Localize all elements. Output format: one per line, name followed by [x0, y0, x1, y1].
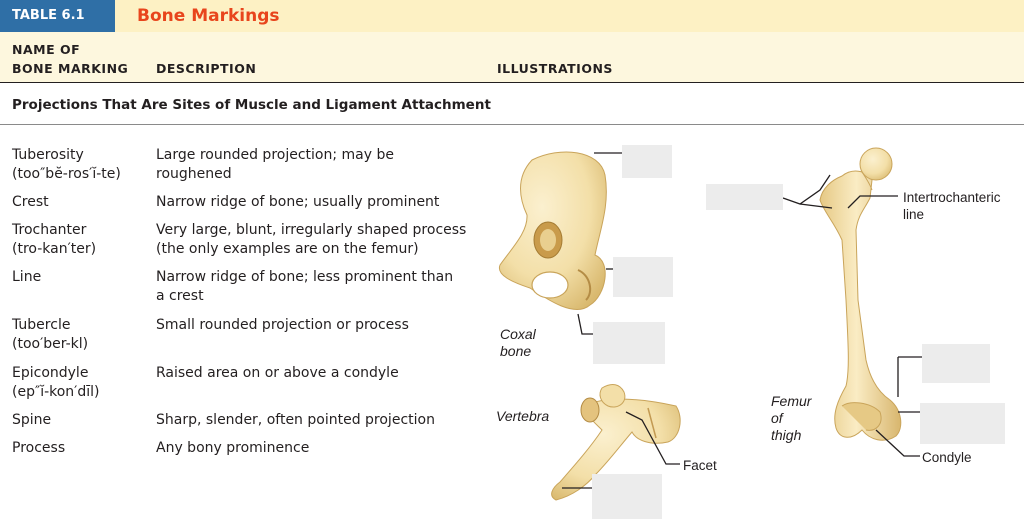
- femur-condyle-shape: [841, 402, 882, 431]
- hidden-label-box: [706, 184, 783, 210]
- coxal-bone-drawing: [498, 151, 607, 310]
- row-name-tuberosity: Tuberosity (too″bĕ-ros′ĭ-te): [12, 146, 121, 184]
- marking-name: Epicondyle: [12, 365, 89, 381]
- column-header-name: NAME OF BONE MARKING: [12, 40, 128, 78]
- label-facet: Facet: [683, 458, 717, 473]
- description-line: Large rounded projection; may be: [156, 147, 394, 163]
- section-title: Projections That Are Sites of Muscle and…: [12, 97, 491, 113]
- femoral-head-shape: [859, 147, 893, 181]
- label-femur-line3: thigh: [771, 427, 802, 443]
- row-name-trochanter: Trochanter (tro-kan′ter): [12, 221, 96, 259]
- row-desc-process: Any bony prominence: [156, 439, 309, 458]
- leader-line-condyle: [875, 429, 920, 457]
- femoral-neck-line: [861, 171, 873, 191]
- leader-lines: [562, 152, 922, 489]
- row-desc-trochanter: Very large, blunt, irregularly shaped pr…: [156, 221, 466, 259]
- marking-pronunciation: (ep″ĭ-kon′dīl): [12, 384, 100, 400]
- row-name-process: Process: [12, 439, 65, 458]
- leader-line-epicondyle: [897, 356, 922, 397]
- vertebra-process-shape: [599, 384, 626, 408]
- row-desc-crest: Narrow ridge of bone; usually prominent: [156, 193, 439, 212]
- label-intertrochanteric-line1: Intertrochanteric: [903, 190, 1001, 205]
- marking-name: Tuberosity: [12, 147, 84, 163]
- row-name-crest: Crest: [12, 193, 49, 212]
- description-line: Raised area on or above a condyle: [156, 365, 399, 381]
- description-line: Small rounded projection or process: [156, 317, 409, 333]
- column-header-band: [0, 32, 1024, 83]
- row-name-epicondyle: Epicondyle (ep″ĭ-kon′dīl): [12, 364, 100, 402]
- marking-name: Tubercle: [12, 317, 71, 333]
- description-line: Sharp, slender, often pointed projection: [156, 412, 435, 428]
- table-header-banner: [0, 0, 1024, 32]
- marking-name: Trochanter: [12, 222, 87, 238]
- row-desc-epicondyle: Raised area on or above a condyle: [156, 364, 399, 383]
- leader-line-intertrochanteric: [847, 195, 898, 209]
- row-desc-tuberosity: Large rounded projection; may be roughen…: [156, 146, 394, 184]
- hidden-label-box: [592, 474, 662, 519]
- marking-name: Process: [12, 440, 66, 456]
- section-divider: [0, 124, 1024, 125]
- table-number-tag: TABLE 6.1: [0, 0, 115, 32]
- row-desc-spine: Sharp, slender, often pointed projection: [156, 411, 435, 430]
- label-intertrochanteric-line2: line: [903, 207, 924, 222]
- label-femur-line2: of: [771, 410, 785, 426]
- row-desc-line: Narrow ridge of bone; less prominent tha…: [156, 268, 453, 306]
- marking-name: Line: [12, 269, 42, 285]
- hidden-label-box: [593, 322, 665, 364]
- bone-illustrations: Coxal bone Vertebra Femur of thigh Facet…: [496, 145, 1005, 519]
- column-header-illustrations: ILLUSTRATIONS: [497, 61, 613, 76]
- column-header-description: DESCRIPTION: [156, 61, 257, 76]
- obturator-foramen-shape: [531, 271, 569, 299]
- hidden-label-boxes: [592, 145, 1005, 519]
- hidden-label-box: [920, 403, 1005, 444]
- acetabulum-inner-shape: [540, 229, 556, 251]
- vertebra-drawing: [551, 384, 681, 501]
- label-femur-line1: Femur: [771, 393, 813, 409]
- table-title: Bone Markings: [137, 6, 280, 26]
- row-desc-tubercle: Small rounded projection or process: [156, 316, 409, 335]
- leader-line-coxal-tuberosity: [577, 313, 593, 335]
- marking-pronunciation: (too″bĕ-ros′ĭ-te): [12, 166, 121, 182]
- column-header-name-line1: NAME OF: [12, 42, 81, 57]
- description-line: a crest: [156, 288, 204, 304]
- marking-name: Crest: [12, 194, 49, 210]
- row-name-tubercle: Tubercle (too′ber-kl): [12, 316, 88, 354]
- leader-line-facet: [625, 411, 680, 465]
- marking-pronunciation: (tro-kan′ter): [12, 241, 97, 257]
- description-line: Very large, blunt, irregularly shaped pr…: [156, 222, 467, 238]
- hidden-label-box: [613, 257, 673, 297]
- hidden-label-box: [922, 344, 990, 383]
- vertebra-body-ridge: [647, 407, 657, 439]
- label-condyle: Condyle: [922, 450, 972, 465]
- description-line: Narrow ridge of bone; less prominent tha…: [156, 269, 454, 285]
- description-line: Any bony prominence: [156, 440, 310, 456]
- label-vertebra: Vertebra: [496, 408, 549, 424]
- femur-drawing: [819, 147, 902, 441]
- description-line: Narrow ridge of bone; usually prominent: [156, 194, 440, 210]
- vertebra-facet-shape: [580, 397, 600, 423]
- description-line: (the only examples are on the femur): [156, 241, 419, 257]
- marking-name: Spine: [12, 412, 52, 428]
- row-name-spine: Spine: [12, 411, 51, 430]
- label-coxal-line2: bone: [500, 343, 531, 359]
- coxal-shadow-line: [577, 269, 592, 301]
- marking-pronunciation: (too′ber-kl): [12, 336, 89, 352]
- column-header-name-line2: BONE MARKING: [12, 61, 129, 76]
- hidden-label-box: [622, 145, 672, 178]
- leader-line-trochanter: [782, 174, 833, 209]
- description-line: roughened: [156, 166, 232, 182]
- label-coxal-line1: Coxal: [500, 326, 537, 342]
- row-name-line: Line: [12, 268, 41, 287]
